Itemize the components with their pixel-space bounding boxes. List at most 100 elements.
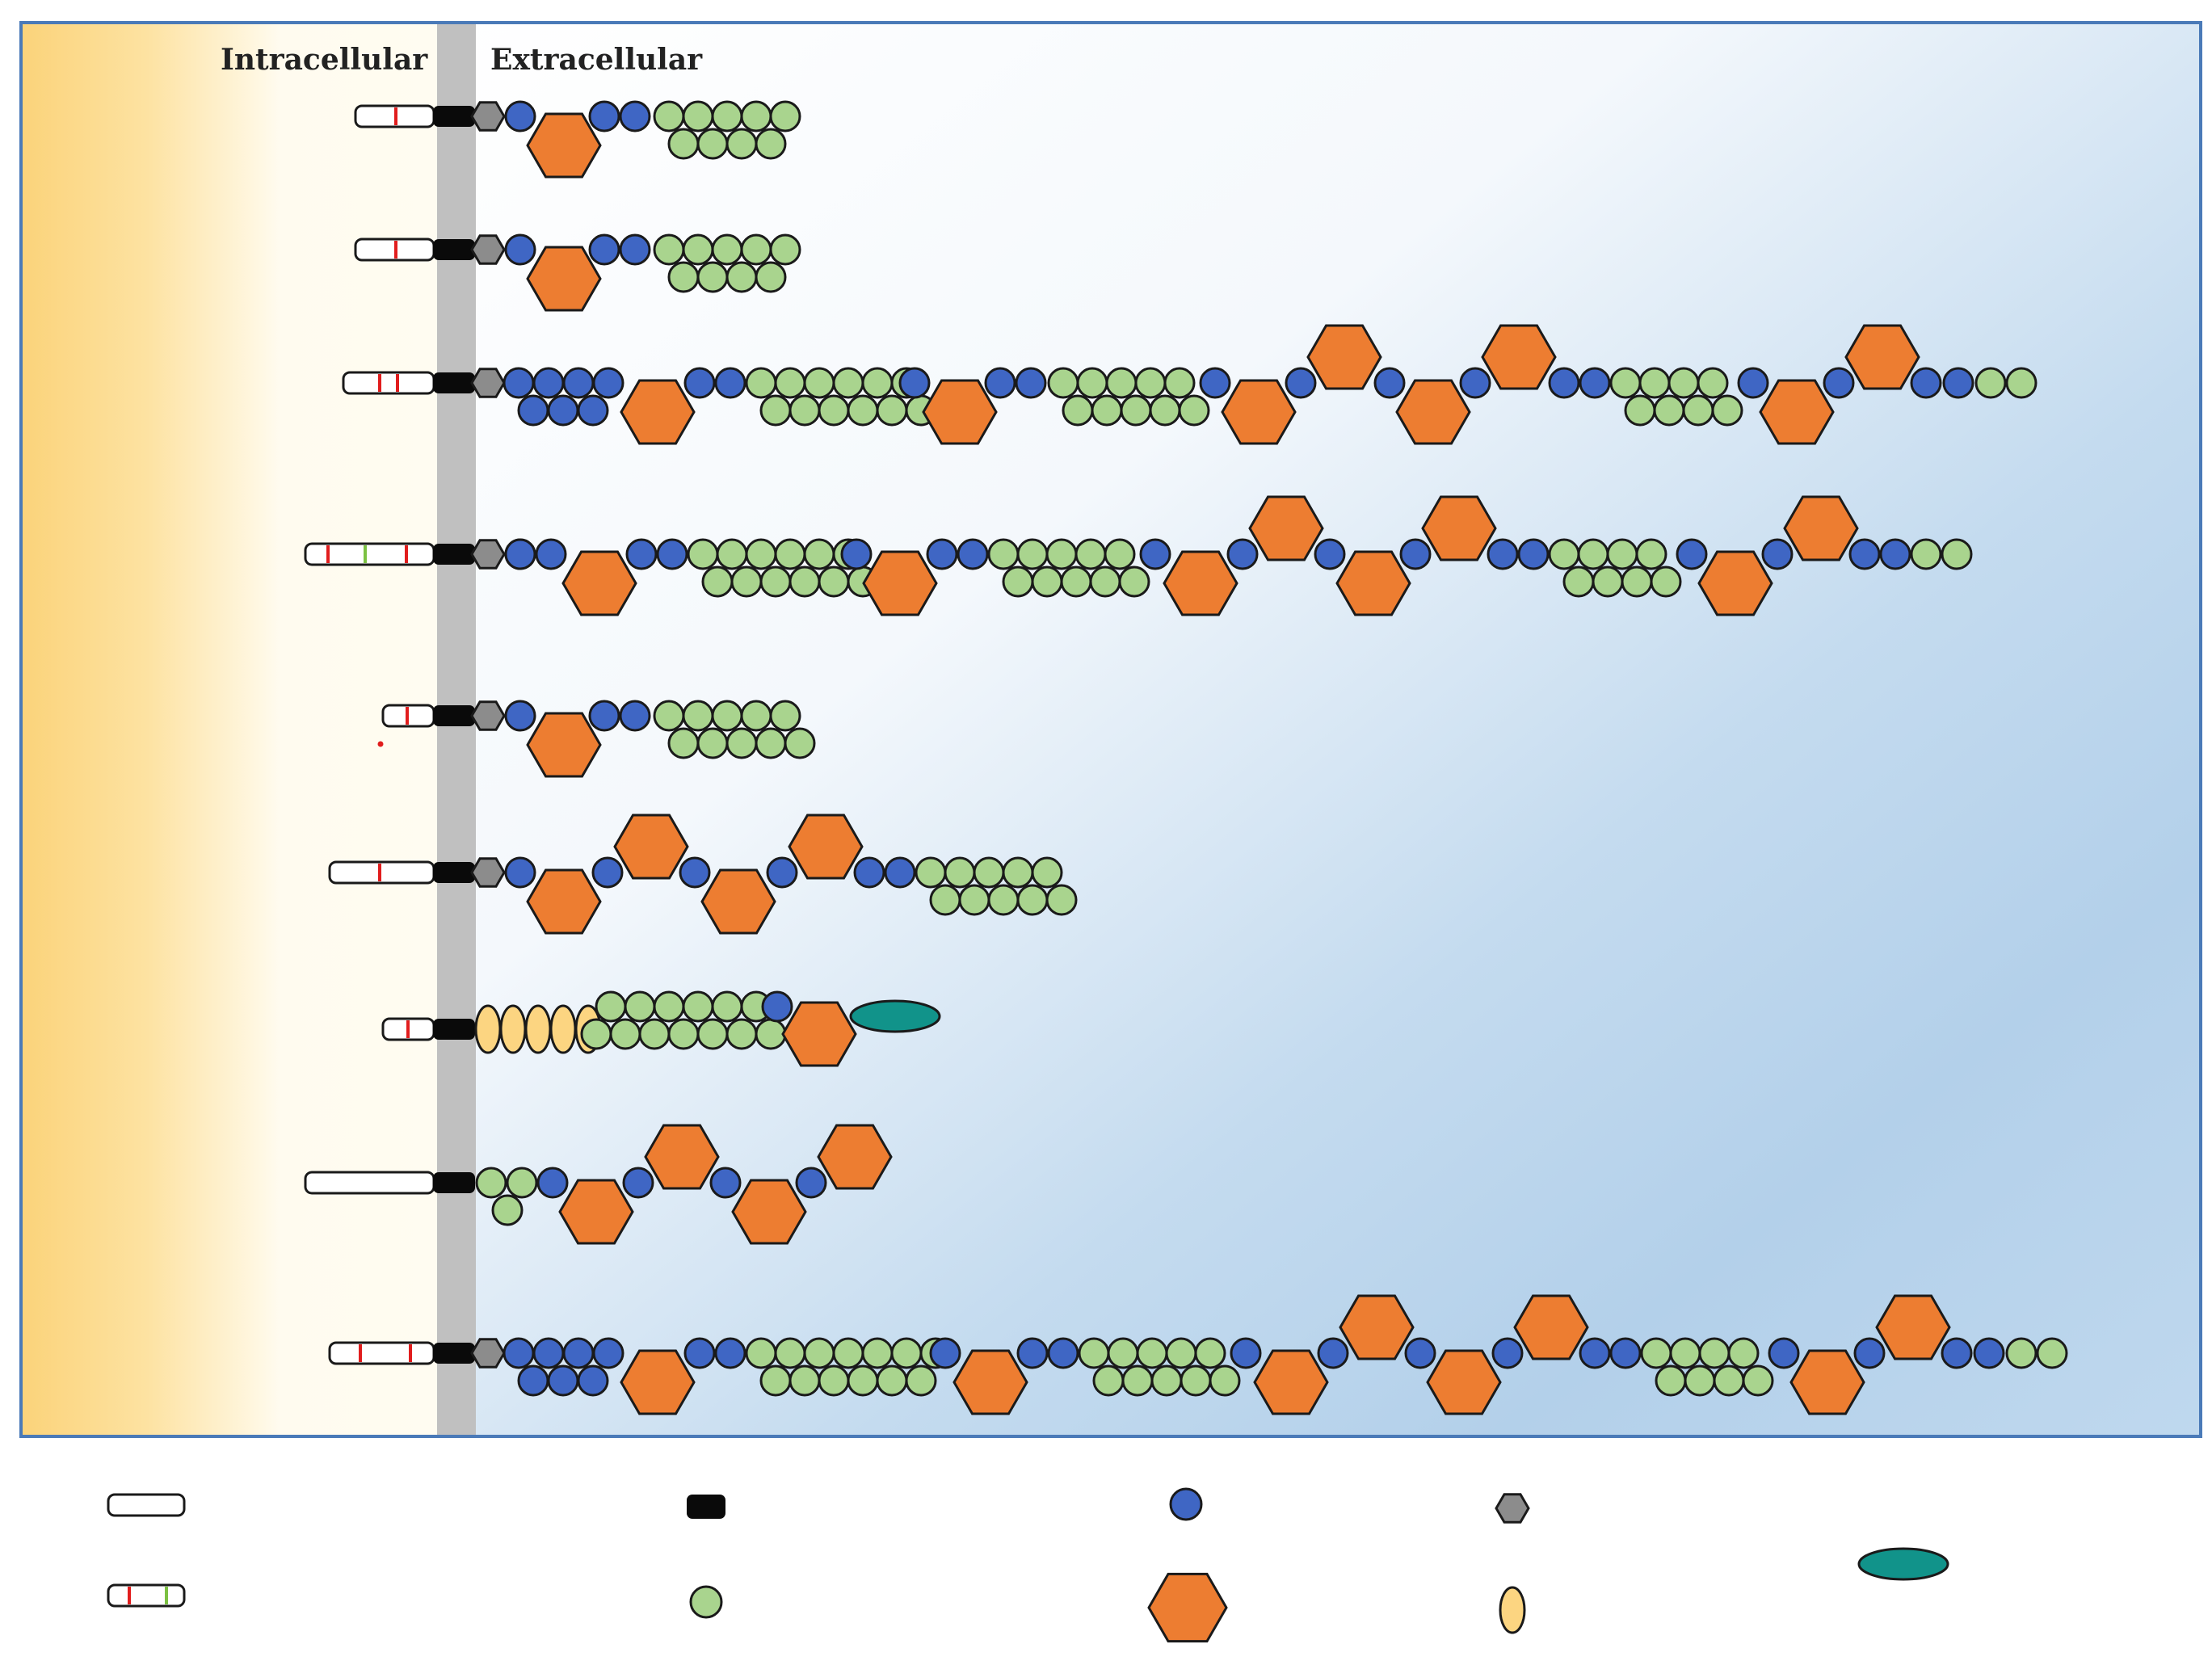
- egf-repeat: [1879, 538, 1911, 570]
- intracellular-region: [21, 23, 437, 1436]
- la-repeat: [1669, 1337, 1701, 1369]
- egf-repeat: [504, 233, 536, 266]
- egf-repeat: [714, 1337, 746, 1369]
- egf-repeat: [766, 856, 798, 889]
- la-repeat: [653, 233, 685, 266]
- egf-repeat: [1226, 538, 1259, 570]
- la-repeat: [769, 233, 801, 266]
- la-repeat: [667, 727, 700, 759]
- la-repeat: [1974, 367, 2007, 399]
- la-repeat: [987, 538, 1020, 570]
- la-repeat: [725, 1018, 758, 1050]
- la-repeat: [1120, 394, 1152, 427]
- la-repeat: [890, 1337, 923, 1369]
- npxy-dot: [377, 741, 384, 747]
- la-repeat: [595, 990, 627, 1023]
- la-repeat: [861, 367, 894, 399]
- egf-repeat: [619, 100, 651, 132]
- egf-repeat: [929, 1337, 961, 1369]
- legend-vps10p-icon: [1857, 1547, 1949, 1581]
- receptor-row-lrp56: [304, 1124, 893, 1245]
- receptor-row-lrp1b: [328, 1294, 2068, 1415]
- la-repeat: [784, 727, 816, 759]
- egf-repeat: [1910, 367, 1942, 399]
- receptor-row-lrp1: [342, 324, 2037, 445]
- la-repeat: [1076, 367, 1108, 399]
- la-repeat: [1606, 538, 1638, 570]
- la-repeat: [711, 100, 743, 132]
- beta-propeller: [1221, 379, 1297, 445]
- egf-repeat: [504, 100, 536, 132]
- la-repeat: [1941, 538, 1973, 570]
- intracellular-domain: [328, 860, 435, 885]
- la-repeat: [1650, 566, 1682, 598]
- la-repeat: [1653, 394, 1685, 427]
- la-repeat: [696, 727, 729, 759]
- legend-intracellular-icon: [107, 1493, 186, 1517]
- egf-repeat: [547, 394, 579, 427]
- la-repeat: [1078, 1337, 1110, 1369]
- receptor-row-lrp8: [354, 100, 801, 179]
- egf-repeat: [577, 394, 609, 427]
- la-repeat: [730, 566, 763, 598]
- la-repeat: [832, 367, 864, 399]
- la-repeat: [818, 394, 850, 427]
- la-repeat: [682, 700, 714, 732]
- egf-repeat: [1373, 367, 1406, 399]
- egf-repeat: [1548, 367, 1580, 399]
- beta-propeller: [613, 814, 689, 880]
- beta-propeller: [1759, 379, 1835, 445]
- la-repeat: [667, 261, 700, 293]
- la-repeat: [1045, 884, 1078, 916]
- beta-propeller: [526, 868, 602, 935]
- beta-propeller: [922, 379, 998, 445]
- egf-repeat: [709, 1167, 742, 1199]
- beta-propeller: [1248, 495, 1324, 561]
- la-repeat: [759, 566, 792, 598]
- beta-propeller: [731, 1179, 807, 1245]
- egf-repeat: [761, 990, 793, 1023]
- la-repeat: [905, 1364, 937, 1397]
- intracellular-domain: [304, 542, 435, 566]
- la-repeat: [876, 394, 908, 427]
- la-repeat: [1562, 566, 1595, 598]
- egf-repeat: [984, 367, 1016, 399]
- la-repeat: [1697, 367, 1729, 399]
- beta-propeller: [1253, 1349, 1329, 1415]
- beta-propeller: [526, 246, 602, 312]
- egf-repeat: [1848, 538, 1881, 570]
- la-repeat: [653, 990, 685, 1023]
- egf-repeat: [536, 1167, 569, 1199]
- egf-repeat: [577, 1364, 609, 1397]
- la-repeat: [653, 100, 685, 132]
- egf-repeat: [503, 367, 535, 399]
- la-repeat: [987, 884, 1020, 916]
- la-repeat: [1577, 538, 1609, 570]
- la-repeat: [818, 1364, 850, 1397]
- beta-propeller: [1513, 1294, 1589, 1360]
- la-repeat: [1592, 566, 1624, 598]
- beta-propeller: [817, 1124, 893, 1190]
- la-repeat: [958, 884, 990, 916]
- egf-repeat: [1491, 1337, 1524, 1369]
- beta-propeller: [1789, 1349, 1865, 1415]
- fn3-domain: [499, 1004, 527, 1054]
- legend-transmembrane-icon: [687, 1495, 725, 1519]
- la-repeat: [1682, 394, 1714, 427]
- egf-repeat: [517, 394, 549, 427]
- la-repeat: [847, 394, 879, 427]
- o-linked-sugar: [470, 234, 506, 265]
- egf-repeat: [592, 367, 624, 399]
- la-repeat: [580, 1018, 612, 1050]
- egf-repeat: [504, 856, 536, 889]
- la-repeat: [1194, 1337, 1226, 1369]
- egf-repeat: [1973, 1337, 2005, 1369]
- beta-propeller: [561, 550, 637, 616]
- la-repeat: [1163, 367, 1196, 399]
- la-repeat: [803, 367, 835, 399]
- la-repeat: [847, 1364, 879, 1397]
- la-repeat: [788, 566, 821, 598]
- o-linked-sugar: [470, 101, 506, 132]
- la-repeat: [1150, 1364, 1183, 1397]
